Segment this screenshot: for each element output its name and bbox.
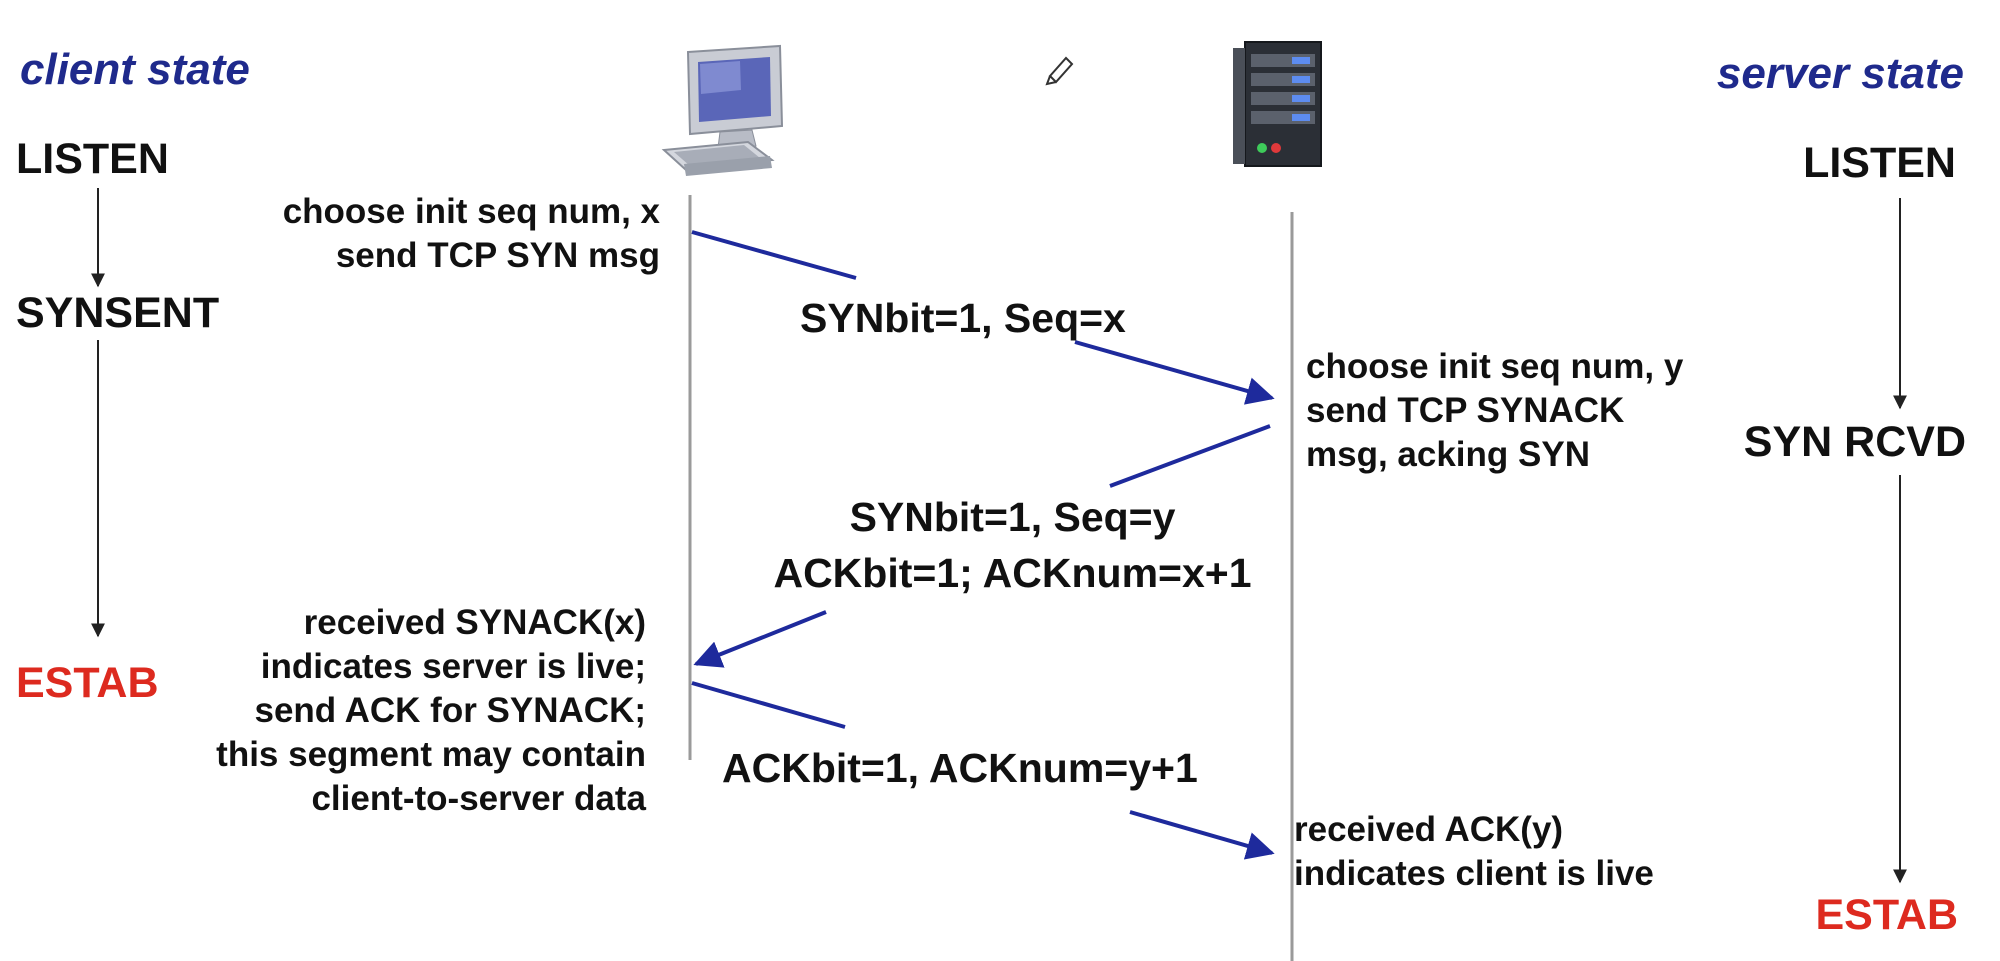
message-ack: ACKbit=1, ACKnum=y+1 bbox=[722, 745, 1198, 791]
pencil-icon bbox=[1045, 56, 1074, 86]
server-state-estab: ESTAB bbox=[1815, 891, 1958, 939]
client-state-synsent: SYNSENT bbox=[16, 289, 220, 337]
client-note-step3: received SYNACK(x) indicates server is l… bbox=[216, 603, 646, 818]
synack-arrow-segment-b bbox=[693, 610, 827, 668]
message-synack-seq: SYNbit=1, Seq=y bbox=[849, 494, 1176, 540]
client-state-estab: ESTAB bbox=[16, 659, 159, 707]
client-note-step1: choose init seq num, x send TCP SYN msg bbox=[282, 192, 660, 275]
server-note-step2: choose init seq num, y send TCP SYNACK m… bbox=[1306, 347, 1684, 474]
server-state-listen: LISTEN bbox=[1803, 139, 1956, 187]
server-state-header: server state bbox=[1716, 49, 1964, 98]
syn-arrow-segment-b bbox=[1074, 340, 1275, 405]
server-state-syn-rcvd: SYN RCVD bbox=[1743, 418, 1966, 466]
server-tower-icon bbox=[1233, 41, 1322, 167]
server-note-step4: received ACK(y) indicates client is live bbox=[1294, 810, 1654, 893]
ack-arrow-segment-b bbox=[1129, 810, 1275, 860]
client-state-listen: LISTEN bbox=[16, 135, 169, 183]
syn-arrow-segment-a bbox=[691, 230, 857, 280]
synack-arrow-segment-a bbox=[1109, 424, 1271, 488]
ack-arrow-segment-a bbox=[691, 681, 846, 729]
client-state-header: client state bbox=[20, 45, 250, 94]
desktop-computer-icon bbox=[661, 44, 784, 176]
message-synack-ack: ACKbit=1; ACKnum=x+1 bbox=[773, 550, 1252, 596]
message-syn: SYNbit=1, Seq=x bbox=[800, 295, 1126, 341]
